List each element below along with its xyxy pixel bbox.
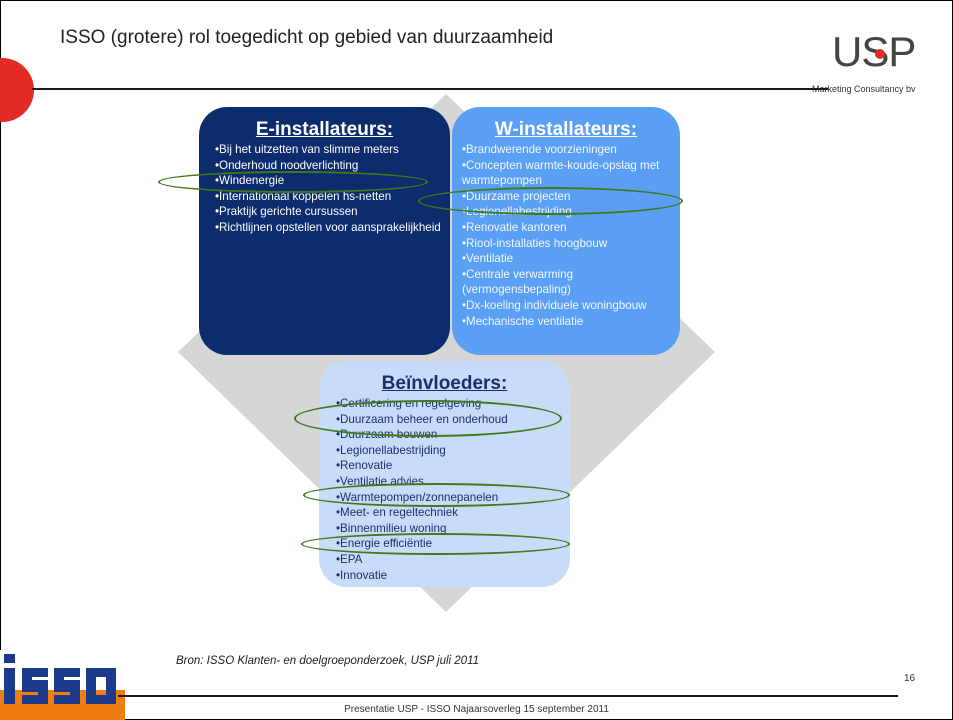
highlight-ellipse-duurzame-projecten bbox=[418, 187, 683, 215]
list-item: •Renovatie kantoren bbox=[462, 220, 567, 234]
highlight-ellipse-windenergie bbox=[158, 171, 428, 193]
beinvloeders-heading: Beïnvloeders: bbox=[381, 373, 508, 394]
footer-text: Presentatie USP - ISSO Najaarsoverleg 15… bbox=[344, 704, 609, 715]
list-item: •Dx-koeling individuele woningbouw bbox=[462, 298, 647, 312]
list-item: •Centrale verwarming (vermogensbepaling) bbox=[462, 267, 574, 297]
list-item: •Riool-installaties hoogbouw bbox=[462, 236, 608, 250]
highlight-ellipse-duurzaam-beheer bbox=[294, 400, 562, 437]
usp-logo-text: USP bbox=[832, 28, 916, 75]
w-installateurs-heading: W-installateurs: bbox=[494, 119, 638, 140]
list-item: •Meet- en regeltechniek bbox=[336, 506, 458, 520]
page-number: 16 bbox=[904, 673, 916, 684]
e-installateurs-list: •Bij het uitzetten van slimme meters •On… bbox=[215, 142, 450, 236]
list-item: •Brandwerende voorzieningen bbox=[462, 143, 617, 156]
e-installateurs-box: E-installateurs: •Bij het uitzetten van … bbox=[199, 107, 450, 355]
list-item: •Bij het uitzetten van slimme meters bbox=[215, 143, 399, 156]
list-item: •Binnenmilieu woning bbox=[336, 521, 447, 535]
list-item: •Concepten warmte-koude-opslag met warmt… bbox=[462, 158, 660, 188]
list-item: •Legionellabestrijding bbox=[336, 443, 446, 457]
bottom-divider bbox=[118, 695, 898, 697]
list-item: •Praktijk gerichte cursussen bbox=[215, 205, 358, 219]
e-installateurs-heading: E-installateurs: bbox=[255, 119, 394, 140]
usp-logo: USP Marketing Consultancy bv bbox=[812, 30, 942, 100]
list-item: •Renovatie bbox=[336, 459, 393, 473]
w-installateurs-box: W-installateurs: •Brandwerende voorzieni… bbox=[452, 107, 680, 355]
top-divider bbox=[32, 88, 828, 90]
source-note: Bron: ISSO Klanten- en doelgroeponderzoe… bbox=[176, 655, 480, 667]
list-item: •Innovatie bbox=[336, 568, 388, 582]
list-item: •EPA bbox=[336, 552, 363, 566]
highlight-ellipse-energie-efficientie bbox=[301, 533, 570, 555]
highlight-ellipse-warmtepompen bbox=[303, 483, 570, 507]
usp-logo-subtitle: Marketing Consultancy bv bbox=[812, 84, 916, 94]
slide-title: ISSO (grotere) rol toegedicht op gebied … bbox=[60, 27, 554, 48]
w-installateurs-list: •Brandwerende voorzieningen •Concepten w… bbox=[462, 142, 680, 329]
list-item: •Internationaal koppelen hs-netten bbox=[215, 189, 392, 203]
list-item: •Onderhoud noodverlichting bbox=[215, 158, 359, 172]
list-item: •Richtlijnen opstellen voor aansprakelij… bbox=[215, 220, 441, 234]
usp-logo-dot bbox=[875, 49, 885, 59]
isso-logo bbox=[0, 650, 125, 720]
list-item: •Mechanische ventilatie bbox=[462, 314, 584, 328]
list-item: •Ventilatie bbox=[462, 252, 514, 266]
